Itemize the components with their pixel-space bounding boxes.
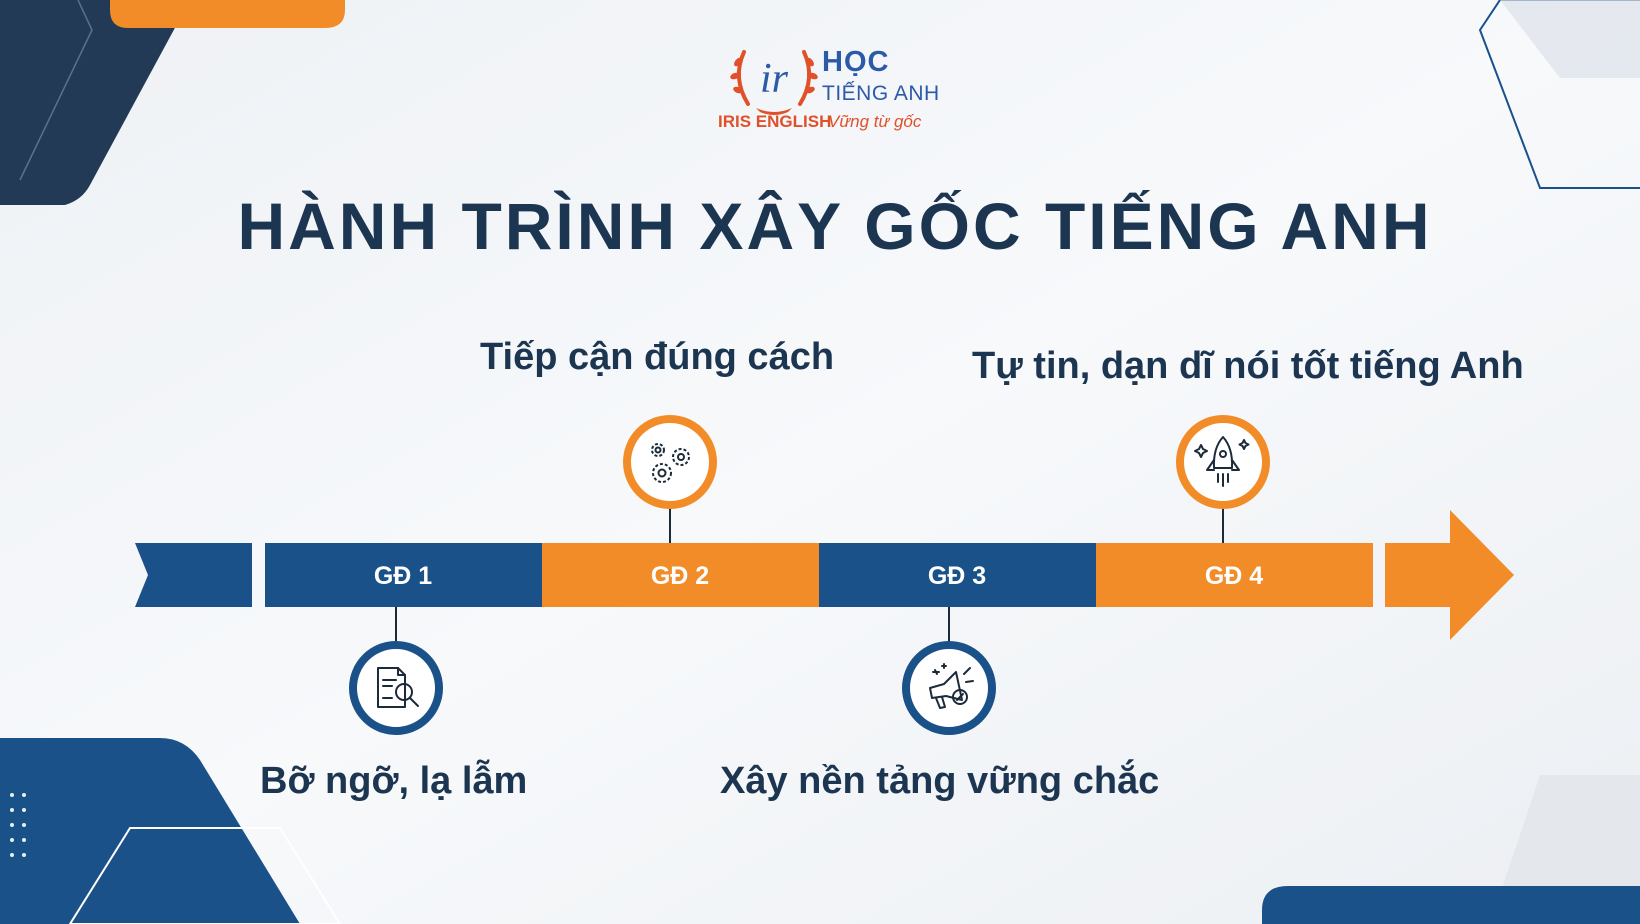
top-left-navy-shape xyxy=(0,0,190,205)
brand-main-text: HỌC xyxy=(822,46,890,78)
timeline-arrow-head xyxy=(1385,510,1514,640)
segment-gd2-label: GĐ 2 xyxy=(651,562,709,590)
segment-gd1 xyxy=(265,543,542,607)
stage-2-description: Tiếp cận đúng cách xyxy=(480,336,835,378)
stage-1-description: Bỡ ngỡ, lạ lẫm xyxy=(260,760,528,802)
gears-icon xyxy=(623,415,717,509)
document-search-icon xyxy=(349,641,443,735)
svg-text:ir: ir xyxy=(760,56,789,102)
stage-4-description: Tự tin, dạn dĩ nói tốt tiếng Anh xyxy=(972,345,1524,387)
bottom-left-navy-shape xyxy=(0,738,300,924)
segment-gd3 xyxy=(819,543,1096,607)
segment-gd4-label: GĐ 4 xyxy=(1205,562,1263,590)
laurel-ir-icon: ir xyxy=(730,50,818,115)
megaphone-icon xyxy=(902,641,996,735)
timeline-tail xyxy=(135,543,252,607)
page-title: HÀNH TRÌNH XÂY GỐC TIẾNG ANH xyxy=(237,189,1433,263)
top-right-outline-shape xyxy=(1478,0,1640,189)
bottom-right-navy-bar xyxy=(1262,886,1640,924)
brand-name-text: IRIS ENGLISH xyxy=(718,112,832,131)
segment-gd4 xyxy=(1096,543,1373,607)
brand-tagline: Vững từ gốc xyxy=(828,112,922,131)
top-orange-bar xyxy=(110,0,345,28)
brand-logo: ir HỌC TIẾNG ANH IRIS ENGLISH Vững từ gố… xyxy=(710,34,970,134)
segment-gd2 xyxy=(542,543,819,607)
brand-sub-text: TIẾNG ANH xyxy=(822,82,940,105)
dot-grid xyxy=(10,793,26,857)
segment-gd1-label: GĐ 1 xyxy=(374,562,432,590)
segment-gd3-label: GĐ 3 xyxy=(928,562,986,590)
rocket-icon xyxy=(1176,415,1270,509)
stage-3-description: Xây nền tảng vững chắc xyxy=(720,760,1160,802)
